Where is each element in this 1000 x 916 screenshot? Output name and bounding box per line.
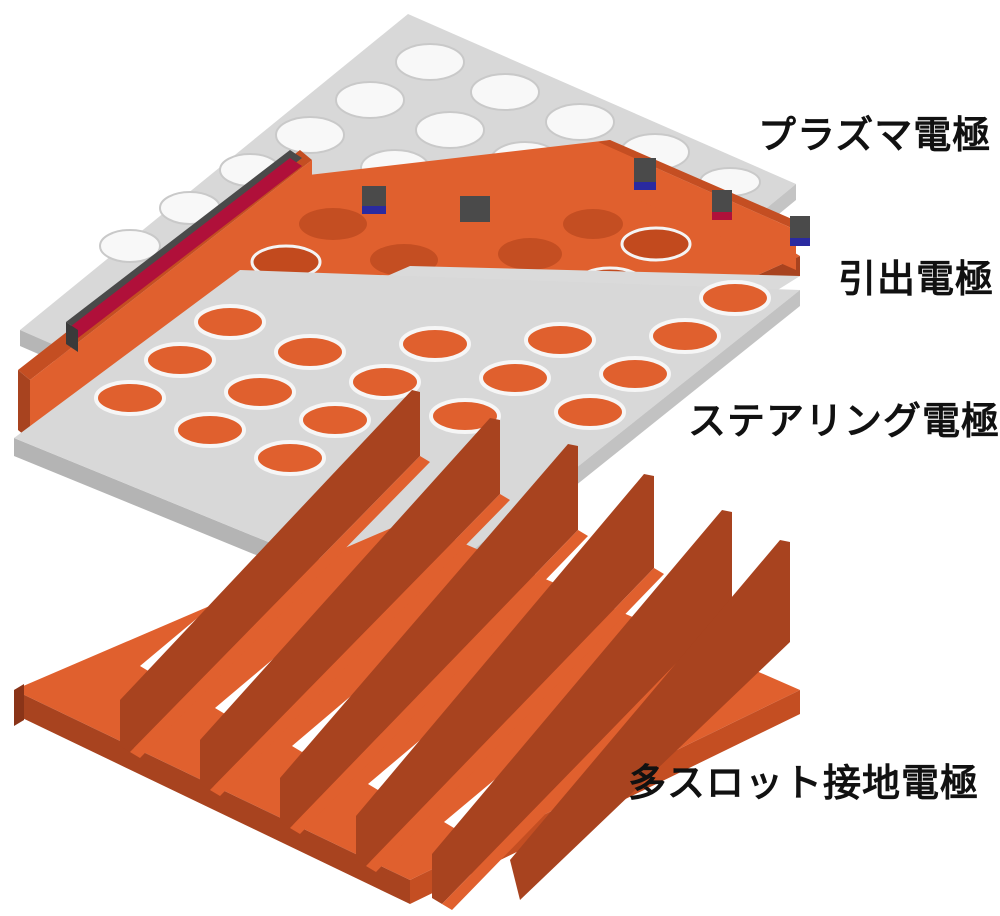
plasma-electrode-label: プラズマ電極 (758, 113, 992, 157)
steering-electrode-label: ステアリング電極 (688, 399, 1000, 443)
ground-electrode-label: 多スロット接地電極 (628, 761, 980, 805)
extraction-electrode-label: 引出電極 (838, 257, 995, 301)
multi-slot-ground-electrode (14, 390, 800, 910)
